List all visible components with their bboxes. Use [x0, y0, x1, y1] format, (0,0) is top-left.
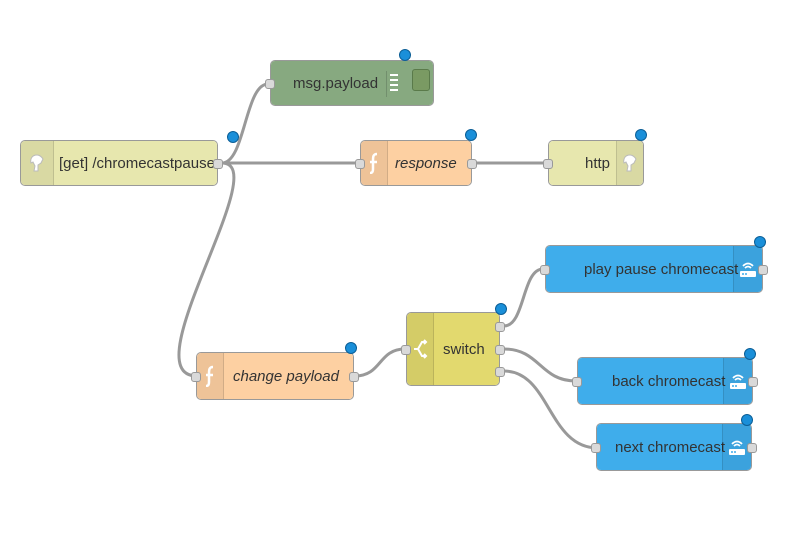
http-in-node[interactable]: [get] /chromecastpause — [20, 131, 239, 186]
status-indicator — [754, 236, 766, 248]
output-port-3[interactable] — [495, 367, 505, 377]
status-indicator — [399, 49, 411, 61]
node-label: switch — [443, 340, 485, 358]
switch-icon — [407, 313, 434, 385]
node-label: http — [585, 154, 611, 172]
status-indicator — [345, 342, 357, 354]
input-port[interactable] — [355, 159, 365, 169]
input-port[interactable] — [572, 377, 582, 387]
switch-node[interactable]: switch — [401, 303, 507, 386]
input-port[interactable] — [265, 79, 275, 89]
response-function-node[interactable]: response — [355, 129, 477, 186]
node-label: play pause chromecast — [584, 260, 739, 278]
output-port[interactable] — [349, 372, 359, 382]
play-pause-chromecast-node[interactable]: play pause chromecast — [540, 236, 768, 293]
status-indicator — [741, 414, 753, 426]
node-label: back chromecast — [612, 372, 726, 390]
node-fill — [271, 61, 433, 105]
output-port-1[interactable] — [495, 322, 505, 332]
status-indicator — [495, 303, 507, 315]
wire-http-in-to-debug[interactable] — [221, 82, 269, 165]
wire-switch-to-next[interactable] — [503, 369, 599, 450]
node-fill — [197, 353, 353, 399]
debug-toggle-button[interactable] — [412, 69, 430, 91]
output-port-2[interactable] — [495, 345, 505, 355]
change-payload-function-node[interactable]: change payload — [191, 342, 359, 400]
node-fill — [407, 313, 499, 385]
function-icon — [197, 353, 224, 399]
globe-icon — [616, 141, 643, 185]
node-label: [get] /chromecastpause — [59, 154, 215, 172]
node-fill — [361, 141, 471, 185]
status-indicator — [744, 348, 756, 360]
status-indicator — [465, 129, 477, 141]
wire-change-payload-to-switch[interactable] — [354, 347, 406, 378]
wire-http-in-to-change-payload[interactable] — [177, 161, 236, 378]
debug-icon — [386, 71, 401, 97]
chromecast-icon — [733, 246, 762, 292]
node-label: next chromecast — [615, 438, 726, 456]
node-fill — [578, 358, 752, 404]
node-label: change payload — [233, 367, 339, 385]
next-chromecast-node[interactable]: next chromecast — [591, 414, 757, 471]
wire-switch-to-play-pause[interactable] — [503, 267, 544, 328]
output-port[interactable] — [467, 159, 477, 169]
globe-icon — [21, 141, 54, 185]
node-label: response — [395, 154, 457, 172]
input-port[interactable] — [540, 265, 550, 275]
debug-node[interactable]: msg.payload — [265, 49, 434, 106]
chromecast-icon — [723, 358, 752, 404]
output-port[interactable] — [213, 159, 223, 169]
node-fill — [546, 246, 762, 292]
output-port[interactable] — [747, 443, 757, 453]
chromecast-icon — [722, 424, 751, 470]
function-icon — [361, 141, 388, 185]
http-response-node[interactable]: http — [543, 129, 647, 186]
input-port[interactable] — [401, 345, 411, 355]
status-indicator — [635, 129, 647, 141]
input-port[interactable] — [191, 372, 201, 382]
node-fill — [21, 141, 217, 185]
input-port[interactable] — [543, 159, 553, 169]
output-port[interactable] — [748, 377, 758, 387]
output-port[interactable] — [758, 265, 768, 275]
node-fill — [597, 424, 751, 470]
back-chromecast-node[interactable]: back chromecast — [572, 348, 758, 405]
input-port[interactable] — [591, 443, 601, 453]
node-label: msg.payload — [293, 74, 379, 92]
wire-switch-to-back[interactable] — [503, 347, 577, 383]
status-indicator — [227, 131, 239, 143]
